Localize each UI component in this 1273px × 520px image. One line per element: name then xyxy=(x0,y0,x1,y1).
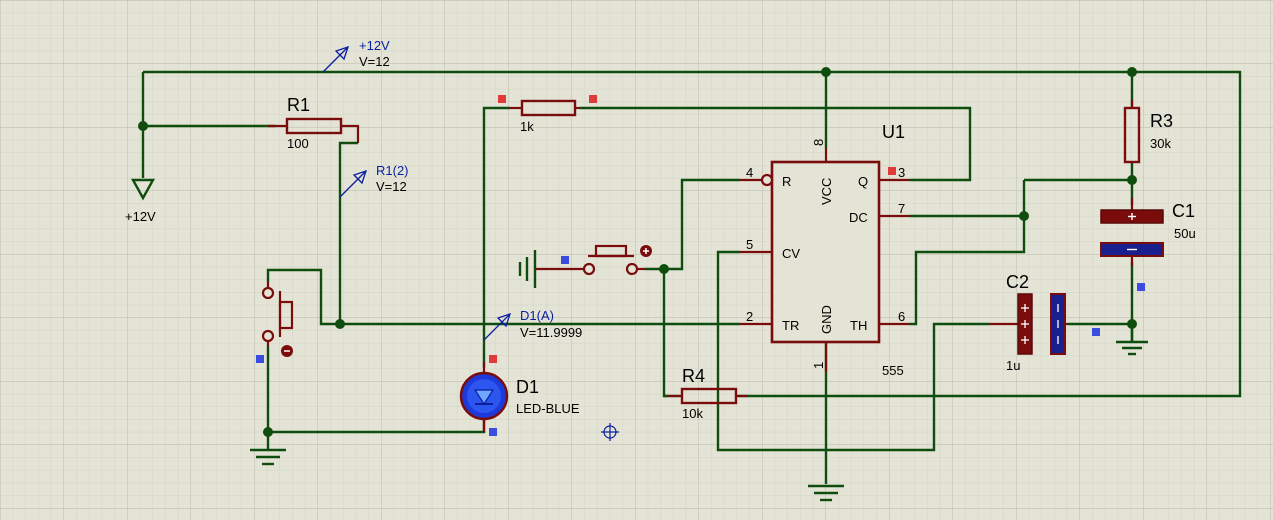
probe-name: R1(2) xyxy=(376,163,409,178)
ground-symbol-c1 xyxy=(1116,324,1148,356)
probe-name: +12V xyxy=(359,38,390,53)
resistor-1k[interactable]: 1k xyxy=(510,99,580,134)
voltage-probe-r1[interactable]: R1(2) V=12 xyxy=(339,163,409,198)
ground-symbol-555 xyxy=(808,484,844,502)
logic-high-marker xyxy=(888,167,896,175)
d1-ref: D1 xyxy=(516,377,539,397)
pin-label-dc: DC xyxy=(849,210,868,225)
wire-supply-rail[interactable] xyxy=(143,70,1242,398)
pin-number-5: 5 xyxy=(746,237,753,252)
r3-value: 30k xyxy=(1150,136,1171,151)
wire-dc-node[interactable] xyxy=(910,180,1026,326)
pin-label-tr: TR xyxy=(782,318,799,333)
junction-dot xyxy=(821,67,831,77)
logic-high-marker xyxy=(489,355,497,363)
pin-label-gnd: GND xyxy=(819,305,834,334)
wire-led-anode[interactable] xyxy=(482,106,510,368)
pin-number-8: 8 xyxy=(811,139,826,146)
logic-low-marker xyxy=(1137,283,1145,291)
junction-dot xyxy=(1127,175,1137,185)
led-d1[interactable]: D1 LED-BLUE xyxy=(459,362,580,432)
pin-label-th: TH xyxy=(850,318,867,333)
junctions xyxy=(138,67,1137,437)
pin-label-vcc: VCC xyxy=(819,178,834,205)
logic-low-marker xyxy=(1092,328,1100,336)
junction-dot xyxy=(1127,67,1137,77)
logic-low-marker xyxy=(489,428,497,436)
wire-r1-out[interactable] xyxy=(338,141,358,324)
junction-dot xyxy=(1019,211,1029,221)
junction-dot xyxy=(335,319,345,329)
r-top-value: 1k xyxy=(520,119,534,134)
push-button-left[interactable] xyxy=(261,282,294,357)
pin-number-3: 3 xyxy=(898,165,905,180)
c1-ref: C1 xyxy=(1172,201,1195,221)
pin-number-6: 6 xyxy=(898,309,905,324)
logic-high-marker xyxy=(589,95,597,103)
pin-number-7: 7 xyxy=(898,201,905,216)
c1-value: 50u xyxy=(1174,226,1196,241)
r4-value: 10k xyxy=(682,406,703,421)
resistor-r3[interactable]: R3 30k xyxy=(1123,100,1173,164)
probe-value: V=11.9999 xyxy=(520,325,582,340)
probe-value: V=12 xyxy=(359,54,390,69)
logic-low-marker xyxy=(561,256,569,264)
wire-q-loop[interactable] xyxy=(580,106,972,182)
wire-reset[interactable] xyxy=(664,178,740,271)
probe-value: V=12 xyxy=(376,179,407,194)
probe-name: D1(A) xyxy=(520,308,554,323)
c2-ref: C2 xyxy=(1006,272,1029,292)
voltage-probe-d1[interactable]: D1(A) V=11.9999 xyxy=(483,308,582,341)
ground-symbol-left xyxy=(250,432,286,466)
pin-number-2: 2 xyxy=(746,309,753,324)
power-terminal-label: +12V xyxy=(125,209,156,224)
power-terminal[interactable]: +12V xyxy=(125,178,156,224)
c2-value: 1u xyxy=(1006,358,1020,373)
wire-sw2-top[interactable] xyxy=(266,268,740,326)
pin-label-q: Q xyxy=(858,174,868,189)
pin-number-4: 4 xyxy=(746,165,753,180)
logic-low-marker xyxy=(256,355,264,363)
pin-number-1: 1 xyxy=(811,362,826,369)
r4-ref: R4 xyxy=(682,366,705,386)
d1-type: LED-BLUE xyxy=(516,401,580,416)
origin-marker-icon xyxy=(601,423,619,441)
u1-type: 555 xyxy=(882,363,904,378)
resistor-r1[interactable]: R1 100 xyxy=(268,95,360,151)
capacitor-c2[interactable]: C2 1u xyxy=(990,272,1068,373)
junction-dot xyxy=(659,264,669,274)
r1-value: 100 xyxy=(287,136,309,151)
u1-ref: U1 xyxy=(882,122,905,142)
r3-ref: R3 xyxy=(1150,111,1173,131)
r1-ref: R1 xyxy=(287,95,310,115)
logic-high-marker xyxy=(498,95,506,103)
logic-state-markers xyxy=(256,95,1145,436)
capacitor-c1[interactable]: C1 50u xyxy=(1100,198,1196,266)
voltage-probe-supply[interactable]: +12V V=12 xyxy=(322,38,390,73)
pin-label-cv: CV xyxy=(782,246,800,261)
resistor-r4[interactable]: R4 10k xyxy=(668,366,748,421)
push-button-reset[interactable] xyxy=(518,244,652,288)
ic-555-u1[interactable]: R CV TR Q DC TH VCC GND 4 5 2 3 7 6 8 1 … xyxy=(740,122,910,378)
pin-label-reset: R xyxy=(782,174,791,189)
junction-dot xyxy=(138,121,148,131)
